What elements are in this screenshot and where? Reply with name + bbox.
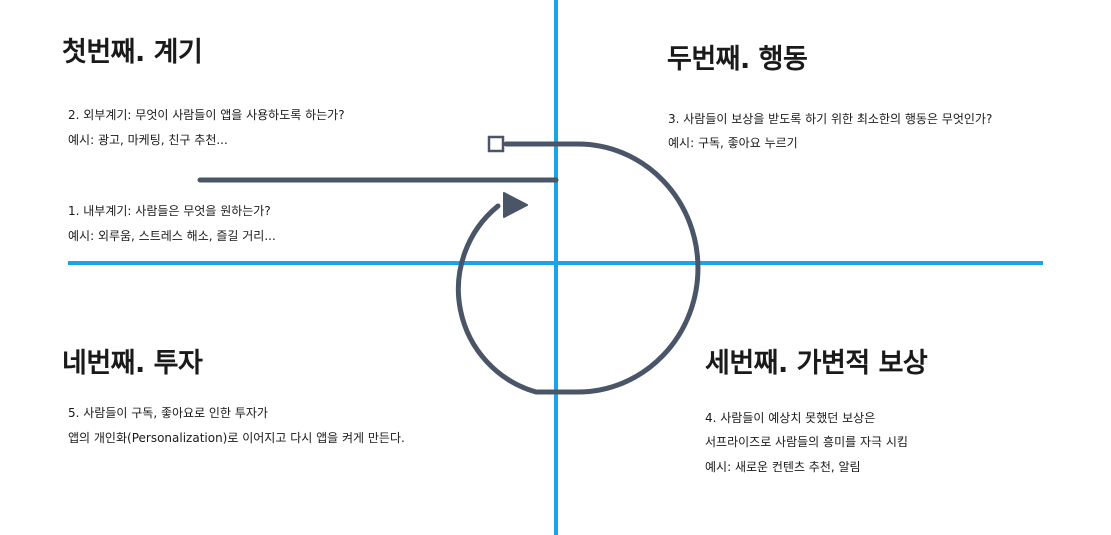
reward-text: 4. 사람들이 예상치 못했던 보상은: [705, 411, 876, 425]
investment-text-2: 앱의 개인화(Personalization)로 이어지고 다시 앱을 켜게 만…: [68, 431, 405, 445]
external-trigger-text: 2. 외부계기: 무엇이 사람들이 앱을 사용하도록 하는가?: [68, 108, 345, 122]
reward-example: 예시: 새로운 컨텐츠 추천, 알림: [705, 460, 861, 474]
action-example: 예시: 구독, 좋아요 누르기: [668, 136, 798, 150]
loop-arrowhead: [503, 192, 528, 218]
second-action-title: 두번째. 행동: [667, 44, 808, 75]
action-text: 3. 사람들이 보상을 받도록 하기 위한 최소한의 행동은 무엇인가?: [668, 112, 993, 126]
reward-text-2: 서프라이즈로 사람들의 흥미를 자극 시킴: [705, 435, 908, 449]
first-trigger-title: 첫번째. 계기: [62, 37, 203, 68]
hook-loop-path: [197, 141, 701, 395]
external-trigger-example: 예시: 광고, 마케팅, 친구 추천...: [68, 133, 228, 147]
investment-text: 5. 사람들이 구독, 좋아요로 인한 투자가: [68, 406, 268, 420]
internal-trigger-example: 예시: 외루움, 스트레스 해소, 즐길 거리...: [68, 229, 276, 243]
loop-start-square: [487, 135, 505, 153]
third-reward-title: 세번째. 가변적 보상: [705, 348, 928, 379]
internal-trigger-text: 1. 내부계기: 사람들은 무엇을 원하는가?: [68, 204, 271, 218]
fourth-investment-title: 네번째. 투자: [62, 348, 203, 379]
